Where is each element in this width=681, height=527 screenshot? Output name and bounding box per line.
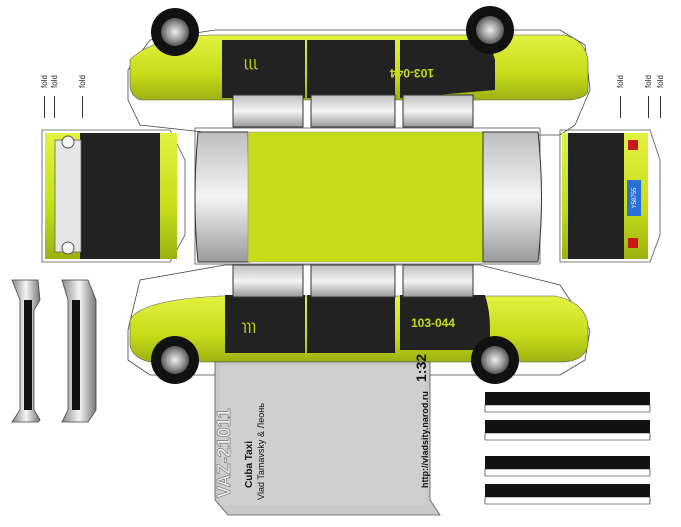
lower-side-panel: 103-044 ɿɿɿ xyxy=(127,264,591,384)
tail-light-bottom xyxy=(628,238,638,248)
fold-line-left-1 xyxy=(44,96,45,118)
tail-light-top xyxy=(628,140,638,150)
lower-rear-door xyxy=(307,295,395,353)
base-subtitle: Cuba Taxi xyxy=(244,441,255,488)
base-scale: 1:32 xyxy=(413,354,429,382)
lower-window-rear xyxy=(402,264,474,298)
trunk-black xyxy=(568,133,624,259)
fold-line-right-3 xyxy=(660,96,661,118)
upper-side-panel: 103-044 ɿɿɿ xyxy=(127,6,591,136)
lower-taxi-number: 103-044 xyxy=(411,316,455,330)
fold-label-left-2: fold xyxy=(50,75,59,88)
base-model: VAZ-21011 xyxy=(214,408,234,498)
tire-strips xyxy=(484,392,651,505)
upper-taxi-number: 103-044 xyxy=(390,66,434,80)
lower-rear-quarter-black xyxy=(400,295,490,350)
tire-strip-1 xyxy=(484,392,651,413)
upper-window-front xyxy=(232,94,304,128)
upper-rear-door xyxy=(307,40,395,98)
lower-window-front xyxy=(232,264,304,298)
hood-panel xyxy=(41,129,186,263)
fold-line-right-2 xyxy=(648,96,649,118)
front-grille xyxy=(54,139,82,253)
fold-line-left-3 xyxy=(82,96,83,118)
fold-line-right-1 xyxy=(620,96,621,118)
upper-front-door xyxy=(222,40,305,98)
tire-strip-3 xyxy=(484,456,651,477)
roof-panel xyxy=(194,127,542,265)
base-url: http://vladsity.narod.ru xyxy=(420,391,430,488)
windshield xyxy=(194,131,251,263)
fold-label-right-1: fold xyxy=(616,75,625,88)
fold-label-right-3: fold xyxy=(656,75,665,88)
trunk-panel: Y58755 xyxy=(559,129,661,263)
upper-taxi-mark: ɿɿɿ xyxy=(244,59,258,75)
upper-window-middle xyxy=(310,94,396,128)
upper-window-rear xyxy=(402,94,474,128)
base-panel: VAZ-21011 Cuba Taxi Vlad Tamavsky & Леон… xyxy=(214,354,441,516)
fold-label-left-1: fold xyxy=(40,75,49,88)
fold-label-left-3: fold xyxy=(78,75,87,88)
rear-plate-text: Y58755 xyxy=(632,187,638,208)
fold-label-right-2: fold xyxy=(644,75,653,88)
base-authors: Vlad Tamavsky & Леонь xyxy=(256,403,266,500)
hood-black xyxy=(80,133,160,259)
rear-plate xyxy=(627,180,641,216)
lower-window-middle xyxy=(310,264,396,298)
bumper-parts xyxy=(11,279,97,423)
lower-taxi-mark: ɿɿɿ xyxy=(242,317,256,333)
tire-strip-4 xyxy=(484,484,651,505)
lower-front-door xyxy=(225,295,305,353)
upper-rear-quarter-black xyxy=(400,40,495,98)
roof xyxy=(247,131,484,263)
fold-line-left-2 xyxy=(54,96,55,118)
rear-window xyxy=(482,131,542,263)
tire-strip-2 xyxy=(484,420,651,441)
